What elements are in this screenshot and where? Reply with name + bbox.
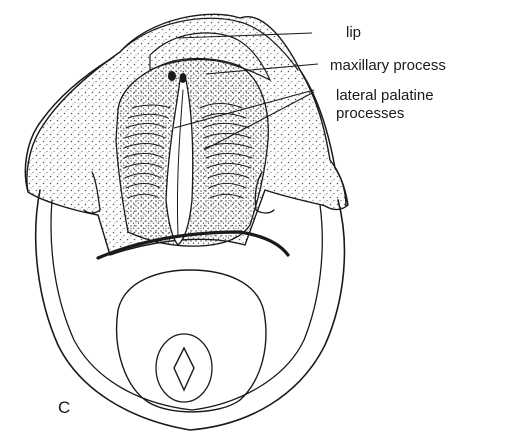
panel-letter: C <box>58 398 70 417</box>
palate <box>116 59 268 247</box>
label-maxillary-process: maxillary process <box>330 57 446 74</box>
label-processes: processes <box>336 105 404 122</box>
label-lateral-palatine: lateral palatine <box>336 87 434 104</box>
throat-region <box>117 270 266 412</box>
label-lip: lip <box>346 24 361 41</box>
